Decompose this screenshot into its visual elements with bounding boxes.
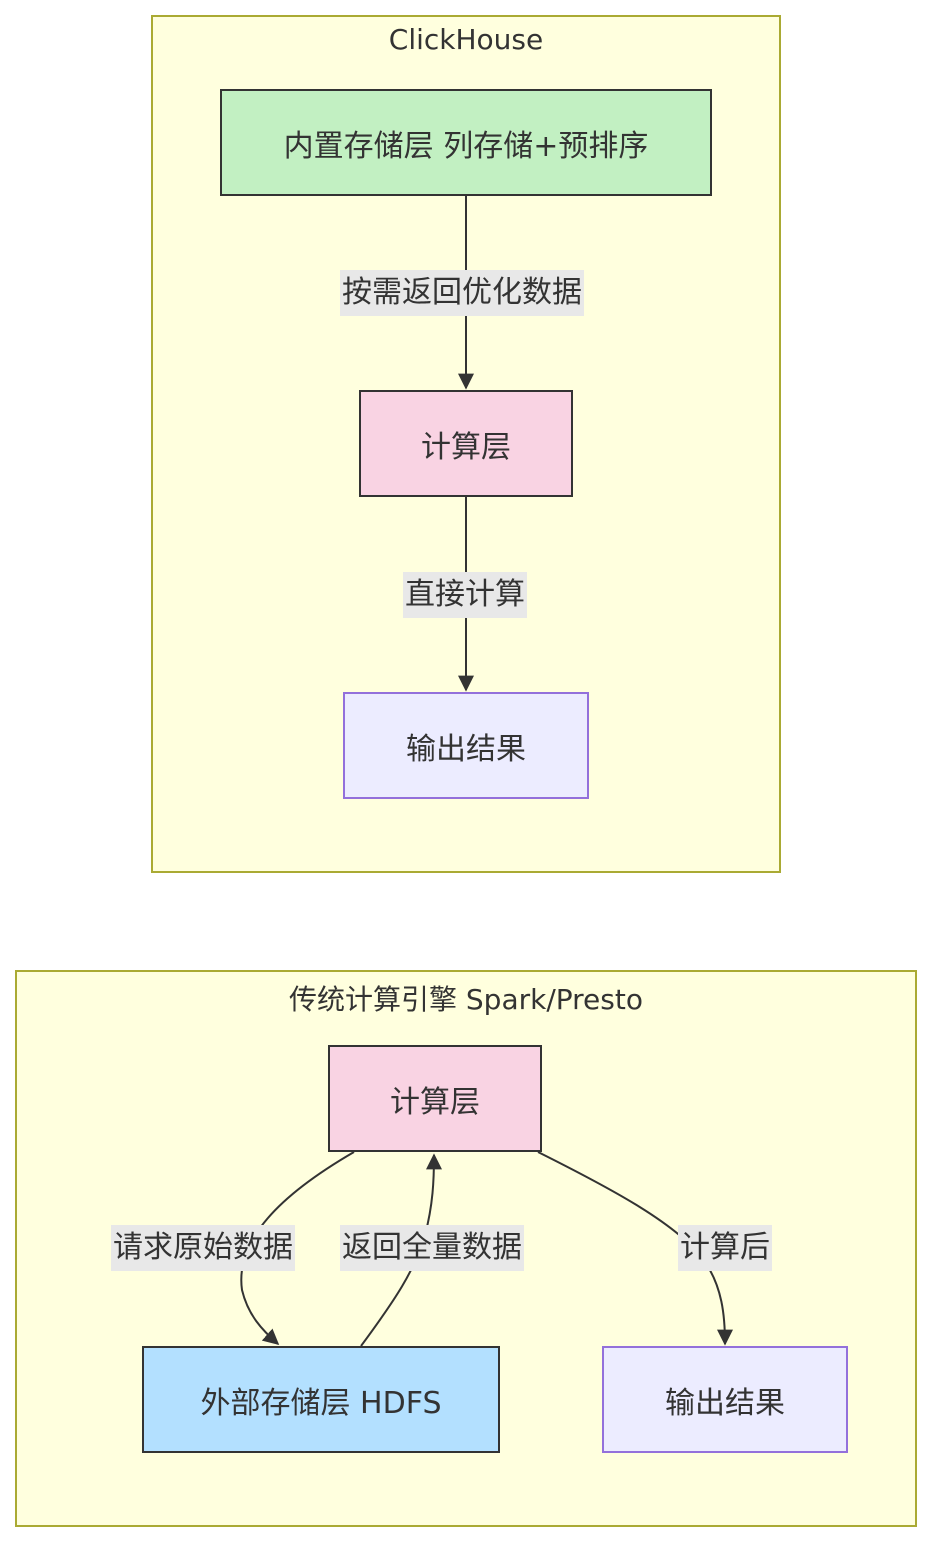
edge-label-trad-request-raw: 请求原始数据 [111,1225,295,1271]
edge-label-ch-compute-to-output: 直接计算 [403,572,527,618]
clickhouse-cluster-title: ClickHouse [388,23,544,56]
traditional-engine-cluster-title: 传统计算引擎 Spark/Presto [289,983,643,1016]
edge-label-ch-storage-to-compute: 按需返回优化数据 [340,270,584,316]
traditional-compute-node: 计算层 [328,1045,542,1152]
traditional-output-node: 输出结果 [602,1346,848,1453]
clickhouse-storage-node: 内置存储层 列存储+预排序 [220,89,712,196]
clickhouse-output-node: 输出结果 [343,692,589,799]
traditional-hdfs-storage-node: 外部存储层 HDFS [142,1346,500,1453]
edge-label-trad-return-full: 返回全量数据 [340,1225,524,1271]
clickhouse-compute-node: 计算层 [359,390,573,497]
edge-label-trad-after-compute: 计算后 [678,1225,772,1271]
